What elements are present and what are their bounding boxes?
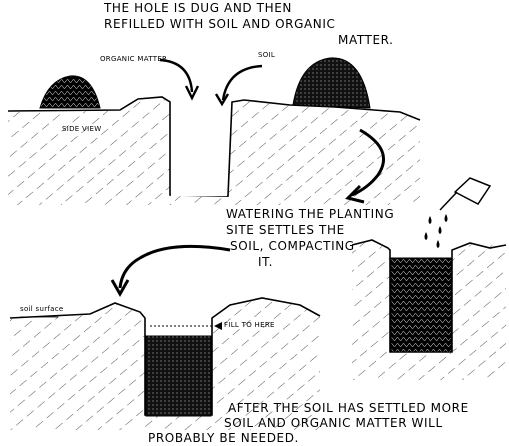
- side-view-label: SIDE VIEW: [62, 125, 102, 133]
- water-drops-icon: [424, 214, 448, 248]
- top-caption-line2: REFILLED WITH SOIL AND ORGANIC: [104, 17, 336, 31]
- top-caption-line1: THE HOLE IS DUG AND THEN: [104, 1, 292, 15]
- soil-label: SOIL: [258, 51, 276, 59]
- bottom-caption-line2: SOIL AND ORGANIC MATTER WILL: [224, 416, 443, 430]
- fill-to-here-label: FILL TO HERE: [224, 321, 275, 329]
- organic-matter-label: ORGANIC MATTER: [100, 55, 168, 63]
- arrow-to-watering: [351, 128, 385, 197]
- middle-caption-line3: SOIL, COMPACTING: [230, 239, 355, 253]
- top-panel: [7, 57, 421, 205]
- organic-arrow: [159, 58, 194, 93]
- soil-pile: [292, 57, 371, 109]
- middle-caption-line1: WATERING THE PLANTING: [226, 207, 395, 221]
- bottom-caption-line3: PROBABLY BE NEEDED.: [148, 431, 299, 445]
- watering-panel: [110, 177, 507, 380]
- middle-caption-line4: IT.: [258, 255, 274, 269]
- soil-arrow: [221, 64, 263, 101]
- settled-panel: [9, 297, 321, 430]
- fill-pointer: [214, 322, 222, 330]
- bottom-caption-line1: AFTER THE SOIL HAS SETTLED MORE: [228, 401, 469, 415]
- compacted-fill: [390, 257, 452, 353]
- watering-can-icon: [439, 177, 492, 211]
- soil-surface-label: soil surface: [20, 305, 64, 313]
- arrow-to-settled: [118, 244, 231, 289]
- top-caption-line3: MATTER.: [338, 33, 394, 47]
- middle-caption-line2: SITE SETTLES THE: [226, 223, 345, 237]
- settled-fill: [145, 335, 212, 417]
- organic-matter-pile: [39, 75, 101, 109]
